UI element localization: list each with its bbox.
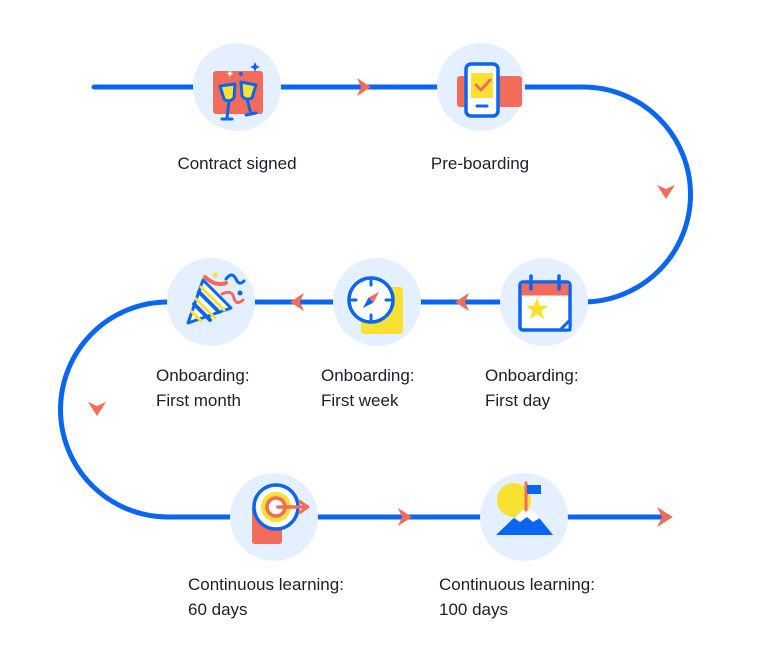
calendar-star-icon <box>518 274 572 332</box>
party-popper-icon <box>186 272 246 325</box>
mountain-flag-icon <box>496 481 553 535</box>
step-node-first-day <box>500 258 588 346</box>
arrow-down-icon <box>657 185 675 199</box>
step-node-first-week <box>333 258 421 346</box>
step-node-60-days <box>230 473 318 561</box>
step-label-60-days: Continuous learning: 60 days <box>188 575 344 619</box>
step-node-first-month <box>167 258 255 346</box>
arrow-left-icon <box>290 293 304 311</box>
step-label-first-week: Onboarding: First week <box>321 366 415 410</box>
arrow-left-icon <box>455 293 469 311</box>
arrow-right-icon <box>357 78 371 96</box>
arrow-right-icon <box>398 508 412 526</box>
step-node-pre-boarding <box>437 43 525 131</box>
step-node-100-days <box>480 473 568 561</box>
arrow-right-icon <box>657 507 673 527</box>
phone-checkmark-icon <box>457 62 522 118</box>
step-label-first-month: Onboarding: First month <box>156 366 250 410</box>
step-label-pre-boarding: Pre-boarding <box>430 154 530 173</box>
compass-icon <box>347 276 403 334</box>
target-arrow-icon <box>252 483 310 544</box>
step-label-contract-signed: Contract signed <box>177 154 297 173</box>
step-label-100-days: Continuous learning: 100 days <box>439 575 595 619</box>
champagne-toast-icon <box>213 62 263 121</box>
step-label-first-day: Onboarding: First day <box>485 366 579 410</box>
arrow-down-icon <box>88 402 106 416</box>
step-node-contract-signed <box>193 43 281 131</box>
